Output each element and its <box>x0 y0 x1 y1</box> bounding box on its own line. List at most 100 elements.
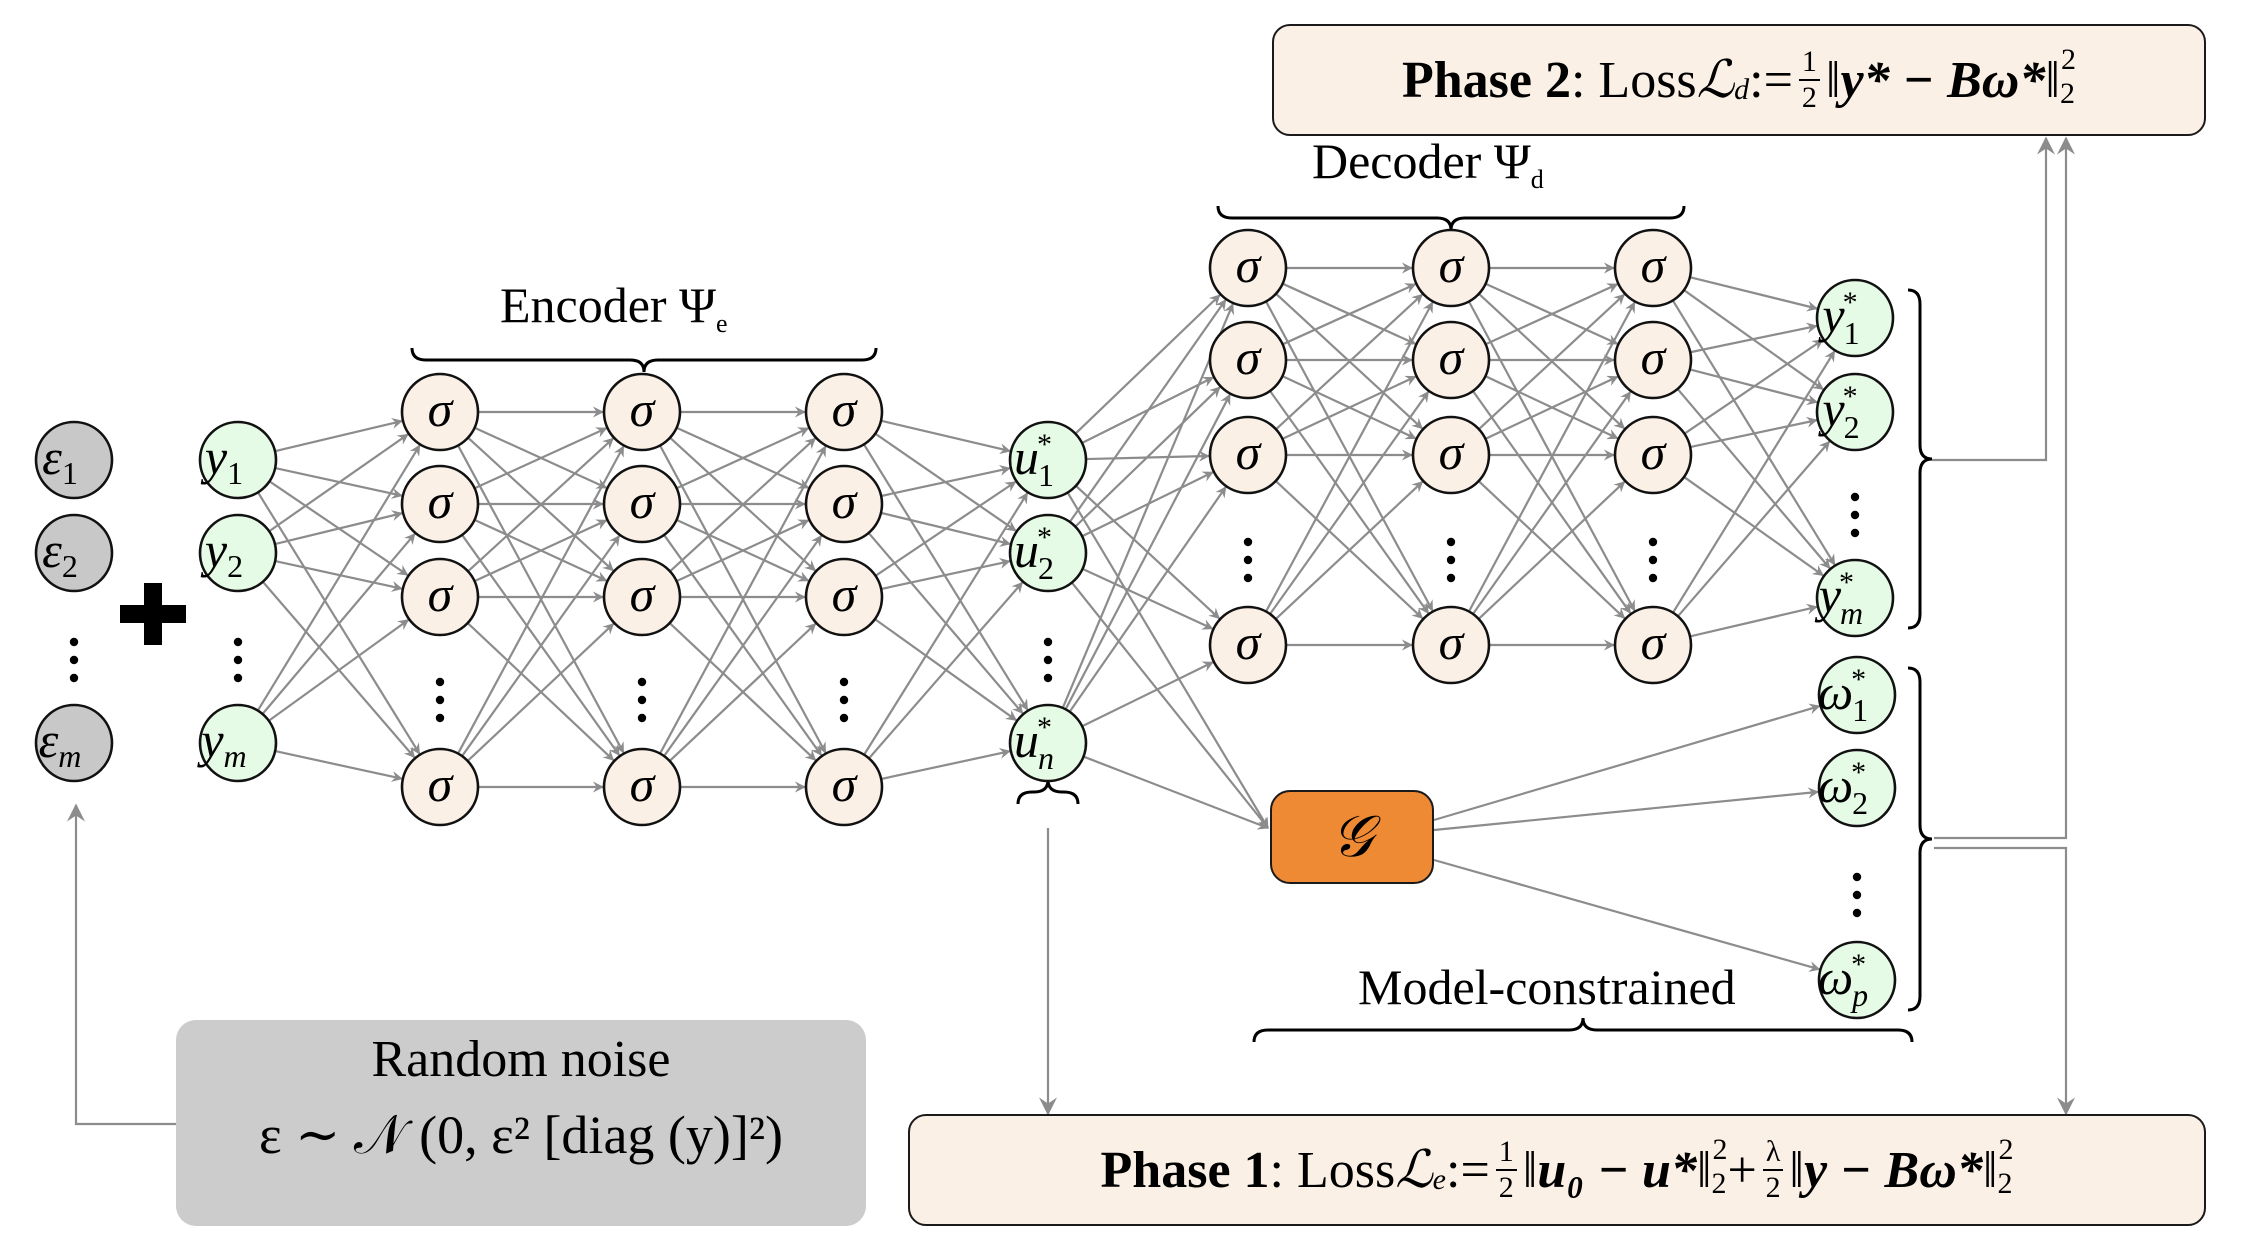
svg-text:σ: σ <box>1236 614 1263 670</box>
phase2-loss-text: : Loss <box>1570 51 1697 109</box>
noise-ellipsis <box>69 637 79 683</box>
output-parameter-node: ω*2 <box>1817 748 1897 828</box>
svg-text:ym: ym <box>196 712 246 774</box>
decoder-to-output-edge <box>1683 476 1824 577</box>
svg-text:σ: σ <box>630 566 657 622</box>
noise-node: εm <box>34 703 114 783</box>
encoder-to-latent-edge <box>880 747 1011 781</box>
svg-text:ω*p: ω*p <box>1818 948 1868 1013</box>
input-to-encoder-edge <box>268 618 410 722</box>
svg-text:y1: y1 <box>200 429 243 491</box>
latent-ellipsis <box>1043 637 1053 683</box>
input-to-encoder-edge <box>274 560 403 592</box>
flow-edge-layer <box>67 136 2075 1126</box>
phase1-loss-sub: e <box>1432 1163 1446 1196</box>
decoder-hidden-node: σ <box>1208 320 1288 400</box>
encoder-edge <box>669 437 816 573</box>
decoder-edge <box>1477 480 1626 620</box>
decoder-edge <box>1478 293 1626 430</box>
svg-text:σ: σ <box>630 381 657 437</box>
decoder-edge <box>1265 301 1434 613</box>
decoder-hidden-node: σ <box>1411 605 1491 685</box>
svg-text:σ: σ <box>1439 237 1466 293</box>
svg-text:σ: σ <box>630 473 657 529</box>
decoder-edge <box>1485 283 1619 346</box>
phase2-norm-sup: 2 <box>2061 43 2077 76</box>
decoder-hidden-node: σ <box>1208 415 1288 495</box>
phase2-loss-sub: d <box>1734 73 1750 106</box>
svg-text:σ: σ <box>1236 329 1263 385</box>
encoder-hidden-node: σ <box>602 557 682 637</box>
encoder-hidden-node: σ <box>602 372 682 452</box>
svg-text:σ: σ <box>1641 424 1668 480</box>
decoder-hidden-node: σ <box>1411 228 1491 308</box>
encoder-hidden-node: σ <box>804 464 884 544</box>
svg-text:σ: σ <box>428 566 455 622</box>
encoder-to-latent-edge <box>863 492 1029 756</box>
svg-text:εm: εm <box>39 712 82 774</box>
encoder-brace <box>410 347 878 373</box>
phase1-assign: := <box>1446 1141 1490 1199</box>
output-parameter-node: ω*1 <box>1817 655 1897 735</box>
decoder-to-output-edge <box>1689 416 1818 449</box>
svg-text:σ: σ <box>832 756 859 812</box>
decoder-hidden-node: σ <box>1613 605 1693 685</box>
input-node: ym <box>196 703 278 783</box>
latent-to-decoder-edge <box>1061 303 1235 709</box>
svg-text:y*m: y*m <box>1814 566 1863 631</box>
svg-text:ε1: ε1 <box>42 429 78 491</box>
decoder-hidden-node: σ <box>1208 605 1288 685</box>
latent-node: u*1 <box>1008 420 1088 500</box>
encoder-edge <box>467 437 614 573</box>
encoder-edge <box>676 519 810 583</box>
phase2-loss-symbol: ℒ <box>1696 52 1735 109</box>
svg-text:σ: σ <box>1439 614 1466 670</box>
edge-layer <box>256 262 1836 972</box>
phase1-norm-sub-1: 2 <box>1711 1167 1727 1200</box>
brace-layer <box>410 205 1933 1043</box>
latent-to-decoder-edge <box>1074 294 1221 435</box>
encoder-edge <box>466 622 615 762</box>
svg-text:u*n: u*n <box>1014 711 1054 776</box>
phase2-assign: := <box>1749 51 1793 109</box>
y-output-brace <box>1907 288 1933 630</box>
decoder-edge <box>1281 375 1417 440</box>
decoder-to-output-edge <box>1689 322 1818 354</box>
decoder-edge <box>1282 283 1417 346</box>
output-parameter-node: ω*p <box>1817 940 1897 1020</box>
encoder-edge <box>474 427 608 490</box>
output-observation-ellipsis <box>1850 492 1860 538</box>
decoder-edge <box>1274 480 1424 620</box>
svg-text:σ: σ <box>1439 329 1466 385</box>
encoder-to-latent-edge <box>880 557 1011 591</box>
decoder-to-output-edge <box>1689 276 1819 312</box>
svg-text:y*2: y*2 <box>1817 380 1859 445</box>
latent-to-model-edge <box>1083 755 1269 830</box>
decoder-hidden-node: σ <box>1613 320 1693 400</box>
phase1-norm-sub-2: 2 <box>1997 1167 2013 1200</box>
encoder-edge <box>457 445 625 755</box>
encoder-edge <box>676 427 810 490</box>
decoder-label: Decoder Ψd <box>1312 133 1544 194</box>
decoder-edge <box>1484 375 1619 440</box>
decoder-hidden-node: σ <box>1613 228 1693 308</box>
input-to-encoder-edge <box>274 510 403 546</box>
latent-to-decoder-edge <box>1074 386 1221 528</box>
encoder-hidden-node: σ <box>400 747 480 827</box>
encoder-to-latent-edge <box>880 464 1011 498</box>
output-observation-node: y*1 <box>1815 278 1895 358</box>
latent-to-decoder-edge <box>1081 661 1214 728</box>
encoder-hidden-node: σ <box>400 464 480 544</box>
encoder-hidden-node: σ <box>400 372 480 452</box>
omega-to-phase1-arrow <box>1934 846 2075 1116</box>
encoder-hidden-node: σ <box>804 747 884 827</box>
decoder-hidden-node: σ <box>1411 320 1491 400</box>
decoder-to-output-edge <box>1677 440 1831 618</box>
encoder-edge <box>668 622 817 762</box>
encoder-edge <box>461 534 621 757</box>
encoder-to-latent-edge <box>874 480 1017 577</box>
